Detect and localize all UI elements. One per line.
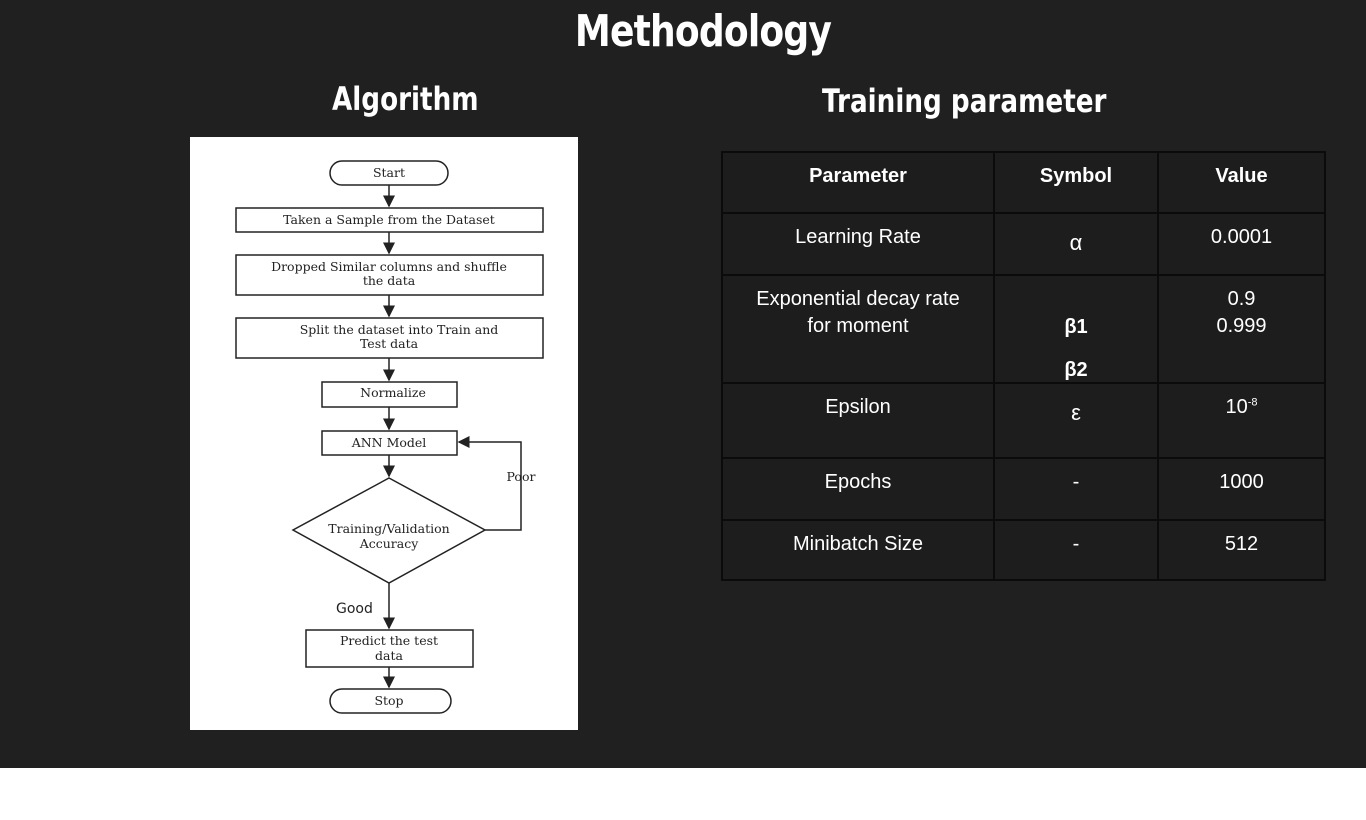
- step-predict-label-2: data: [375, 648, 403, 663]
- beta1-symbol: β1: [1064, 316, 1088, 338]
- value-base: 10: [1225, 396, 1248, 418]
- decision-label-1: Training/Validation: [328, 521, 449, 536]
- flowchart: Start Taken a Sample from the Dataset Dr…: [235, 160, 544, 714]
- table-row: Minibatch Size - 512: [721, 519, 1326, 581]
- poor-label: Poor: [507, 469, 536, 484]
- stop-terminator: [329, 688, 452, 714]
- alpha-symbol: α: [1069, 230, 1083, 255]
- table-header-row: Parameter Symbol Value: [721, 151, 1326, 214]
- stop-label: Stop: [374, 693, 403, 708]
- param-line-2: for moment: [807, 315, 909, 337]
- step-sample-label: Taken a Sample from the Dataset: [283, 212, 495, 227]
- step-ann-label: ANN Model: [351, 435, 427, 450]
- training-parameter-heading: Training parameter: [822, 82, 1107, 120]
- cell-value: 1000: [1157, 457, 1326, 521]
- table-row: Exponential decay rate for moment β1 β2 …: [721, 274, 1326, 384]
- cell-value: 10-8: [1157, 382, 1326, 459]
- value-line-1: 0.9: [1227, 288, 1256, 310]
- value-exponent: -8: [1247, 396, 1258, 409]
- cell-parameter: Learning Rate: [721, 212, 995, 276]
- cell-symbol: β1 β2: [993, 274, 1159, 384]
- table-row: Epochs - 1000: [721, 457, 1326, 521]
- table-row: Learning Rate α 0.0001: [721, 212, 1326, 276]
- flowchart-panel: Start Taken a Sample from the Dataset Dr…: [190, 137, 578, 730]
- cell-value: 0.0001: [1157, 212, 1326, 276]
- header-symbol: Symbol: [993, 151, 1159, 214]
- cell-value: 512: [1157, 519, 1326, 581]
- cell-symbol: α: [993, 212, 1159, 276]
- header-value: Value: [1157, 151, 1326, 214]
- cell-parameter: Epochs: [721, 457, 995, 521]
- cell-value: 0.9 0.999: [1157, 274, 1326, 384]
- page-title: Methodology: [574, 6, 832, 57]
- table-row: Epsilon ε 10-8: [721, 382, 1326, 459]
- cell-parameter: Exponential decay rate for moment: [721, 274, 995, 384]
- cell-parameter: Epsilon: [721, 382, 995, 459]
- cell-symbol: ε: [993, 382, 1159, 459]
- training-parameter-table: Parameter Symbol Value Learning Rate α 0…: [721, 151, 1326, 581]
- step-normalize-label: Normalize: [360, 385, 426, 400]
- param-line-1: Exponential decay rate: [756, 288, 960, 310]
- step-drop-label-1: Dropped Similar columns and shuffle: [271, 259, 507, 274]
- epsilon-symbol: ε: [1071, 400, 1081, 425]
- slide: Methodology Algorithm Training parameter: [0, 0, 1366, 768]
- cell-symbol: -: [993, 519, 1159, 581]
- beta2-symbol: β2: [1064, 359, 1088, 381]
- step-split-label-2: Test data: [360, 336, 419, 351]
- good-label: Good: [336, 601, 373, 617]
- start-label: Start: [373, 165, 405, 180]
- step-predict-label-1: Predict the test: [340, 633, 438, 648]
- cell-parameter: Minibatch Size: [721, 519, 995, 581]
- value-line-2: 0.999: [1216, 315, 1267, 337]
- cell-symbol: -: [993, 457, 1159, 521]
- step-split-label-1: Split the dataset into Train and: [300, 322, 499, 337]
- decision-label-2: Accuracy: [359, 536, 420, 551]
- step-drop-label-2: the data: [363, 273, 416, 288]
- algorithm-heading: Algorithm: [332, 80, 479, 118]
- header-parameter: Parameter: [721, 151, 995, 214]
